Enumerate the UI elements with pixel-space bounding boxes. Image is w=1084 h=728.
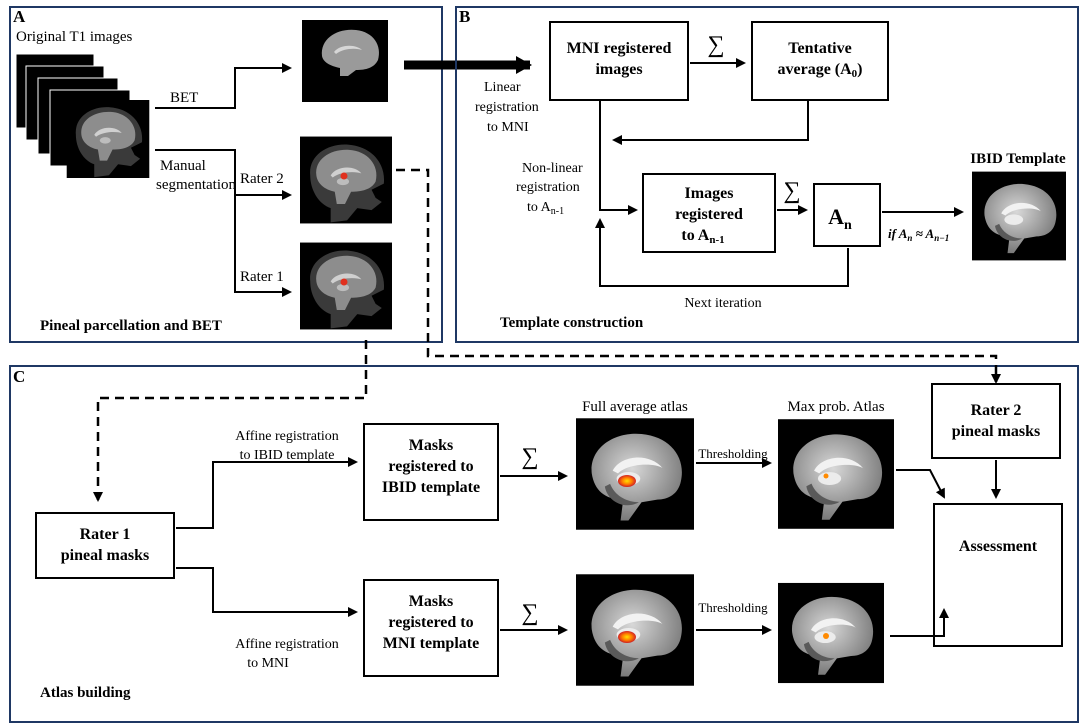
assessment-box — [933, 503, 1063, 647]
nonlinear-1: Non-linear — [522, 161, 583, 176]
images-reg-line2: registered — [675, 206, 743, 223]
masks-mni-line1: Masks — [409, 593, 453, 610]
original-t1-label: Original T1 images — [16, 29, 133, 45]
t1-image-stack — [15, 53, 150, 178]
sum-symbol-top: ∑ — [707, 32, 724, 58]
to-images-registered-arrow — [599, 100, 638, 215]
manual-label-1: Manual — [160, 158, 206, 174]
masks-mni-box — [363, 579, 499, 677]
maxprob-mni-to-assessment-arrow — [890, 608, 949, 637]
images-registered-box — [642, 173, 776, 253]
masks-mni-line2: registered to — [388, 614, 473, 631]
panel-a-title: Pineal parcellation and BET — [40, 318, 222, 334]
panel-b-title: Template construction — [500, 315, 644, 331]
tentative-average-box — [751, 21, 889, 101]
assessment-label: Assessment — [959, 538, 1038, 555]
threshold-label-ibid: Thresholding — [698, 446, 768, 461]
rater1-dashed-connector — [93, 340, 368, 502]
tentative-line1: Tentative — [788, 40, 851, 57]
max-prob-ibid-image — [778, 419, 894, 529]
sum-symbol-ibid: ∑ — [521, 444, 538, 470]
affine-mni-2: to MNI — [247, 656, 289, 671]
rater2-label: Rater 2 — [240, 171, 284, 187]
linear-reg-1: Linear — [484, 80, 521, 95]
rater1-box-line1: Rater 1 — [80, 526, 131, 543]
full-average-mni-image — [576, 574, 694, 685]
ibid-template-label: IBID Template — [970, 151, 1066, 167]
convergence-condition: if An ≈ An−1 — [888, 226, 949, 243]
rater1-label: Rater 1 — [240, 269, 284, 285]
panel-b-letter: B — [459, 7, 470, 26]
images-reg-line1: Images — [685, 185, 734, 202]
manual-seg-branch — [155, 149, 292, 297]
bet-brain-image — [302, 20, 388, 102]
sum-symbol-mni: ∑ — [521, 600, 538, 626]
affine-ibid-2: to IBID template — [240, 448, 335, 463]
panel-a-border — [9, 6, 443, 343]
panel-b-border — [455, 6, 1079, 343]
threshold-label-mni: Thresholding — [698, 600, 768, 615]
rater2-box-line1: Rater 2 — [971, 402, 1022, 419]
rater2-dashed-connector — [396, 168, 1001, 384]
panel-c-title: Atlas building — [40, 685, 131, 701]
full-average-ibid-image — [576, 418, 694, 529]
panel-a-letter: A — [13, 7, 26, 26]
an-box — [813, 183, 881, 247]
bet-label: BET — [170, 90, 198, 106]
rater2-seg-image — [300, 137, 392, 224]
sum-symbol-mid: ∑ — [783, 178, 800, 204]
maxprob-ibid-to-assessment-arrow — [896, 469, 945, 499]
nonlinear-3: to An-1 — [527, 200, 564, 217]
affine-ibid-arrow — [176, 457, 358, 529]
bet-arrow — [155, 63, 292, 109]
rater1-box-line2: pineal masks — [61, 547, 149, 564]
linear-reg-2: registration — [475, 100, 539, 115]
mni-box-line2: images — [595, 61, 642, 78]
masks-ibid-line1: Masks — [409, 437, 453, 454]
masks-mni-line3: MNI template — [383, 635, 479, 652]
mni-box-line1: MNI registered — [567, 40, 672, 57]
max-prob-label: Max prob. Atlas — [787, 399, 884, 415]
masks-ibid-line2: registered to — [388, 458, 473, 475]
rater2-masks-box — [931, 383, 1061, 459]
masks-ibid-box — [363, 423, 499, 521]
nonlinear-2: registration — [516, 180, 580, 195]
full-average-label: Full average atlas — [582, 399, 688, 415]
max-prob-mni-image — [778, 583, 884, 683]
an-label: An — [828, 204, 852, 233]
ibid-template-image — [972, 172, 1066, 261]
rater1-masks-box — [35, 512, 175, 579]
tentative-line2: average (A0) — [777, 61, 862, 80]
next-iteration-label: Next iteration — [684, 296, 761, 311]
images-reg-line3: to An-1 — [681, 227, 724, 246]
rater2-box-line2: pineal masks — [952, 423, 1040, 440]
affine-mni-1: Affine registration — [235, 637, 339, 652]
tentative-feedback-arrow — [612, 100, 809, 145]
next-iteration-loop — [595, 218, 849, 287]
manual-label-2: segmentation — [156, 177, 236, 193]
panel-c-letter: C — [13, 367, 25, 386]
masks-ibid-line3: IBID template — [382, 479, 480, 496]
linear-reg-3: to MNI — [487, 120, 529, 135]
mni-registered-box — [549, 21, 689, 101]
affine-mni-arrow — [176, 567, 358, 617]
t1-brain-image — [67, 100, 150, 178]
affine-ibid-1: Affine registration — [235, 429, 339, 444]
panel-c-border — [9, 365, 1079, 723]
rater1-seg-image — [300, 243, 392, 330]
